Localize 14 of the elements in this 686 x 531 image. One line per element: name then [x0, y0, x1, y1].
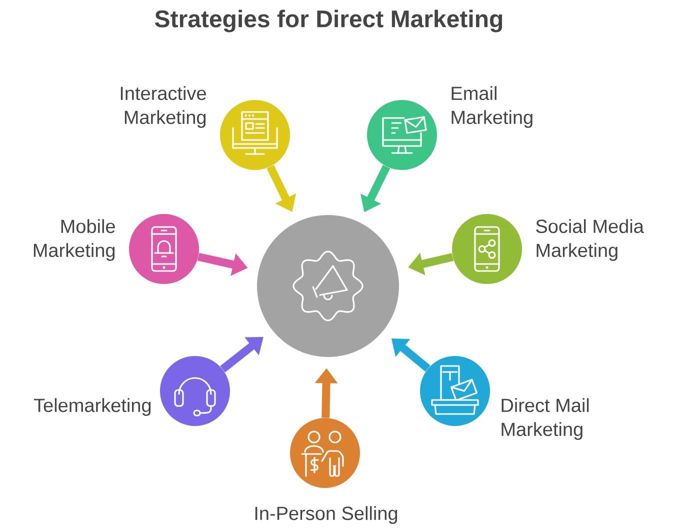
- node-label: Mobile Marketing: [34, 219, 115, 261]
- node-label: In-Person Selling: [255, 506, 398, 524]
- icon-circle: [452, 214, 522, 284]
- node-label: Telemarketing: [34, 398, 151, 416]
- node-label: Social Media Marketing: [536, 219, 644, 261]
- node-label: Direct Mail Marketing: [502, 398, 589, 440]
- node-label: Email Marketing: [452, 86, 532, 128]
- icon-circle: [367, 100, 437, 170]
- hub-circle: [257, 215, 399, 357]
- title: Strategies for Direct Marketing: [154, 10, 502, 32]
- node-label: Interactive Marketing: [120, 86, 206, 128]
- icon-circle: [290, 418, 360, 488]
- icon-circle: [129, 214, 199, 284]
- icon-circle: [160, 356, 230, 426]
